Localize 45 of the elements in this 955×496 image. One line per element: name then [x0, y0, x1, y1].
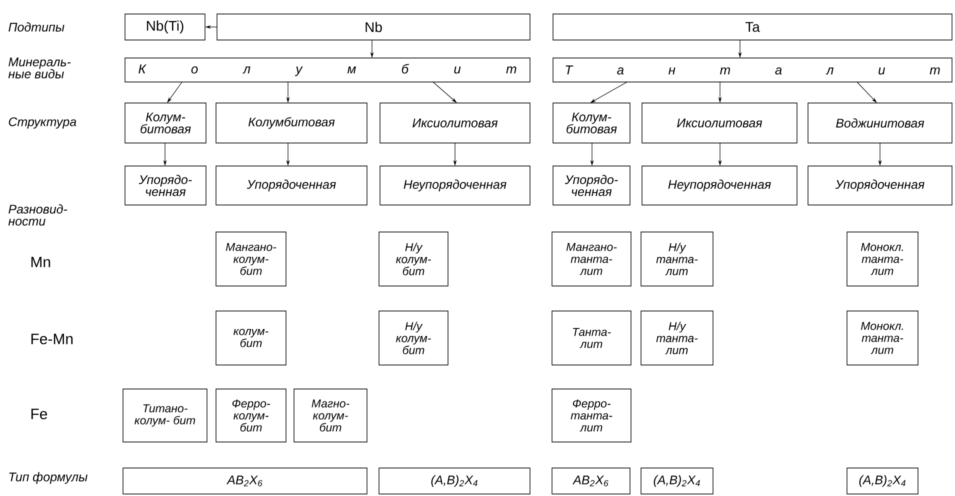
row-label: Структура: [8, 117, 76, 129]
mineral-box: К о л у м б и т: [124, 58, 530, 82]
classification-box: Упорядоченная: [808, 166, 952, 206]
classification-box: Колум- битовая: [124, 102, 206, 144]
classification-box: Мангано- колум- бит: [216, 232, 286, 286]
classification-box: Колум- битовая: [552, 102, 630, 144]
classification-box: колум- бит: [216, 310, 286, 366]
classification-box: (A,B)$_{2}$X$_{4}$: [640, 468, 714, 494]
classification-box: Nb: [216, 14, 530, 40]
classification-box: Н/у танта- лит: [640, 310, 714, 366]
arrow: [856, 82, 877, 103]
classification-box: Н/у танта- лит: [640, 232, 714, 286]
classification-box: Монокл. танта- лит: [846, 232, 918, 286]
classification-box: Иксиолитовая: [642, 102, 798, 144]
row-label: Тип формулы: [9, 472, 88, 484]
classification-box: AB$_{2}$X$_{6}$: [552, 468, 630, 494]
row-label: Mn: [31, 256, 50, 268]
classification-box: Упорядо- ченная: [552, 166, 630, 206]
classification-box: Титано- колум- бит: [122, 388, 208, 442]
row-label: Разновид- ности: [8, 204, 68, 226]
classification-box: Н/у колум- бит: [378, 232, 448, 286]
classification-box: Ta: [552, 14, 952, 40]
classification-box: Колумбитовая: [216, 102, 368, 144]
classification-box: Неупорядоченная: [642, 166, 798, 206]
row-label: Подтипы: [8, 22, 64, 32]
classification-box: Н/у колум- бит: [378, 310, 448, 366]
row-label: Минераль- ные виды: [8, 58, 71, 78]
classification-box: Танта- лит: [552, 310, 632, 366]
classification-box: Ферро- колум- бит: [216, 388, 286, 442]
classification-box: Магно- колум- бит: [294, 388, 368, 442]
classification-box: (A,B)$_{2}$X$_{4}$: [846, 468, 918, 494]
classification-box: Иксиолитовая: [380, 102, 530, 144]
classification-box: (A,B)$_{2}$X$_{4}$: [378, 468, 530, 494]
classification-box: AB$_{2}$X$_{6}$: [122, 468, 368, 494]
classification-box: Nb(Ti): [124, 14, 206, 40]
classification-box: Воджинитовая: [808, 102, 952, 144]
classification-box: Мангано- танта- лит: [552, 232, 632, 286]
classification-box: Неупорядоченная: [380, 166, 530, 206]
classification-box: Монокл. танта- лит: [846, 310, 918, 366]
classification-box: Упорядоченная: [216, 166, 368, 206]
row-label: Fe: [31, 408, 48, 420]
classification-box: Упорядо- ченная: [124, 166, 206, 206]
row-label: Fe-Mn: [31, 334, 73, 344]
mineral-box: Т а н т а л и т: [552, 58, 952, 82]
classification-box: Ферро- танта- лит: [552, 388, 632, 442]
